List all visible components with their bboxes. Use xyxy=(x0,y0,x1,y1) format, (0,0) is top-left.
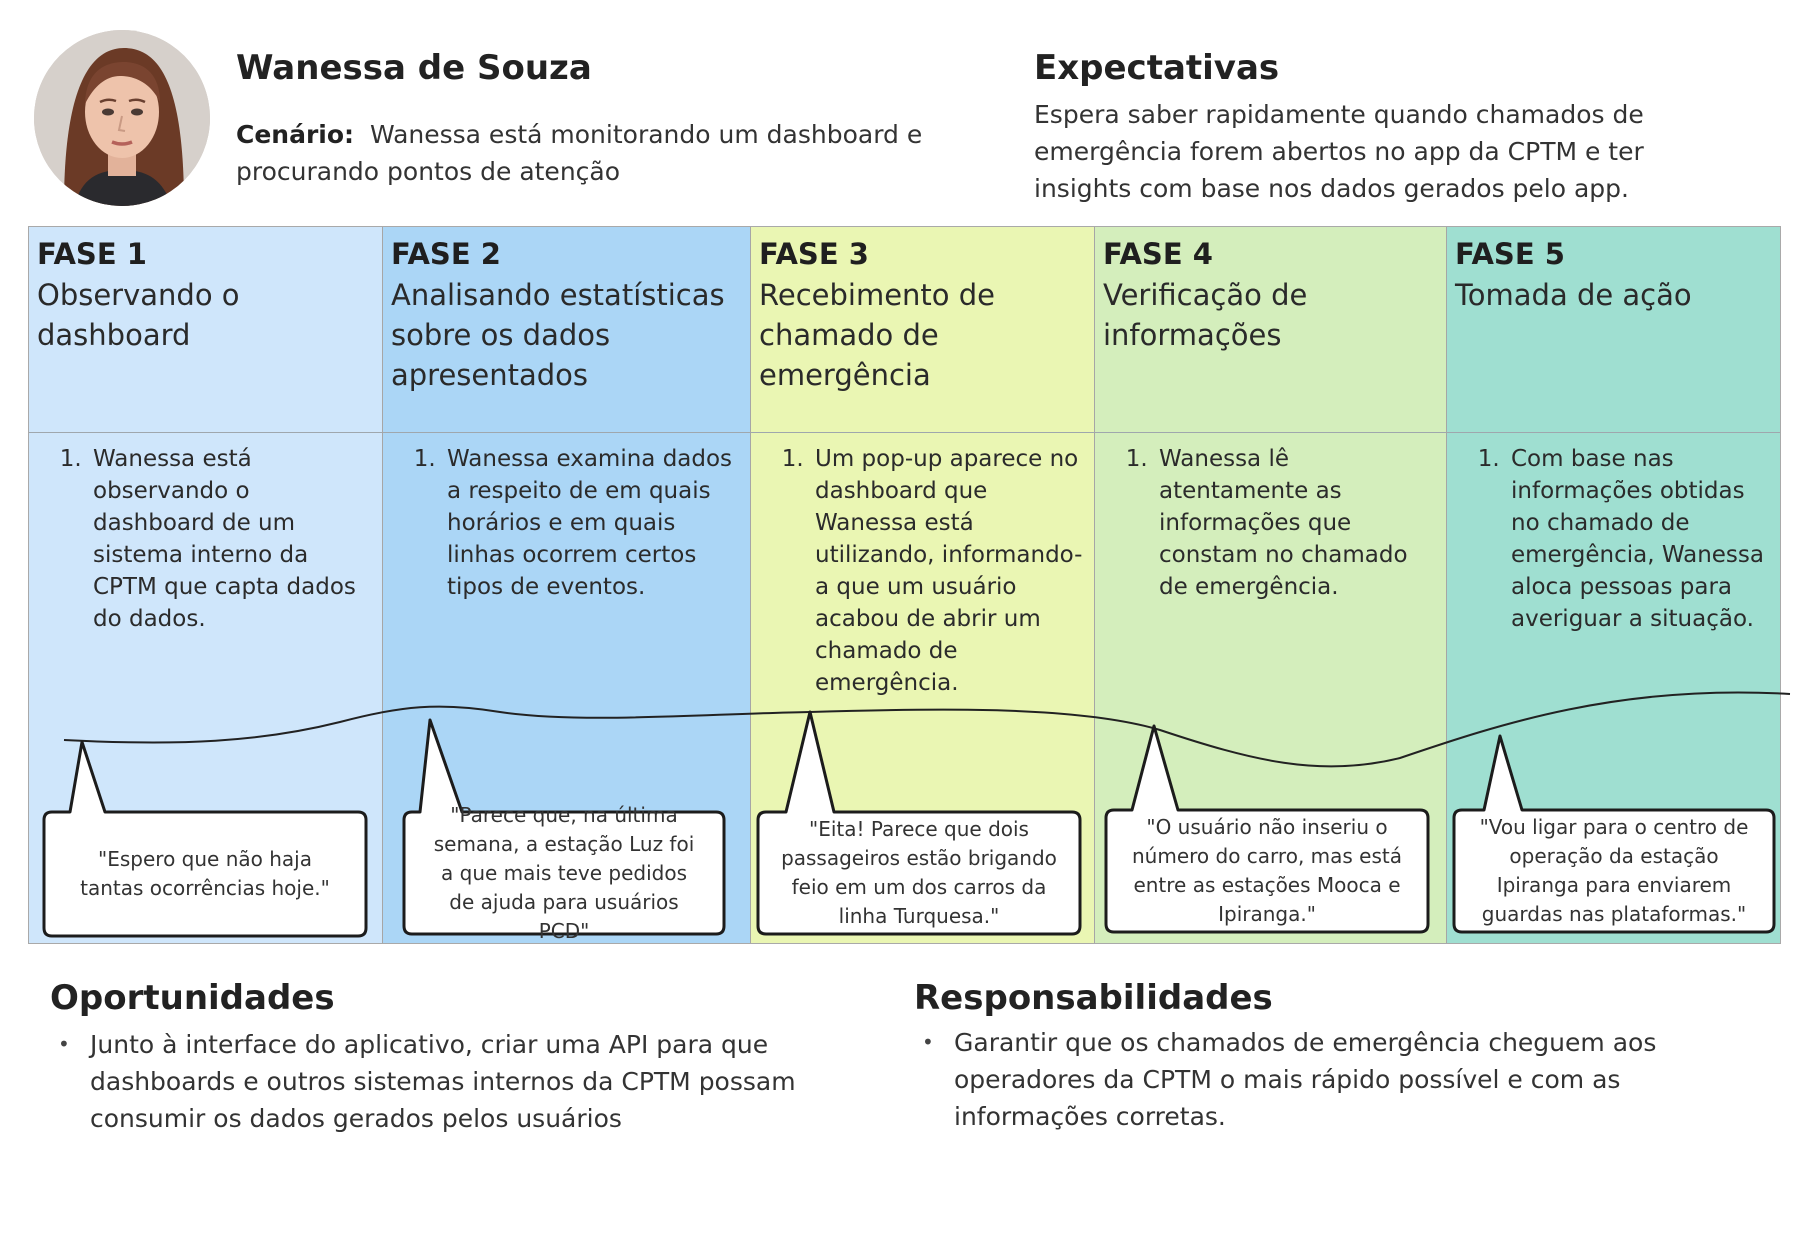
phase-header: FASE 1 Observando o dashboard xyxy=(29,227,382,433)
phase-steps: Wanessa lê atentamente as informações qu… xyxy=(1095,433,1446,603)
phase-header: FASE 4 Verificação de informações xyxy=(1095,227,1446,433)
phase-label: FASE 4 xyxy=(1103,237,1213,271)
opportunity-item: Junto à interface do aplicativo, criar u… xyxy=(50,1026,810,1137)
phase-title: Analisando estatísticas sobre os dados a… xyxy=(391,278,725,392)
quote-1: "Espero que não haja tantas ocorrências … xyxy=(80,847,330,900)
opportunities-title: Oportunidades xyxy=(50,978,335,1018)
responsibilities-title: Responsabilidades xyxy=(914,978,1273,1018)
persona-avatar xyxy=(34,30,210,206)
phase-label: FASE 3 xyxy=(759,237,869,271)
phase-steps: Wanessa examina dados a respeito de em q… xyxy=(383,433,750,603)
quote-3: "Eita! Parece que dois passageiros estão… xyxy=(781,817,1057,928)
journey-board: FASE 1 Observando o dashboard Wanessa es… xyxy=(28,226,1781,944)
phase-title: Recebimento de chamado de emergência xyxy=(759,278,995,392)
phase-step: Com base nas informações obtidas no cham… xyxy=(1507,443,1772,635)
phase-title: Tomada de ação xyxy=(1455,278,1692,312)
phase-header: FASE 3 Recebimento de chamado de emergên… xyxy=(751,227,1094,433)
persona-name: Wanessa de Souza xyxy=(236,48,592,88)
quote-2: "Parece que, na última semana, a estação… xyxy=(433,803,695,943)
quote-4: "O usuário não inseriu o número do carro… xyxy=(1132,815,1402,926)
scenario-label: Cenário: xyxy=(236,120,355,149)
phase-5: FASE 5 Tomada de ação Com base nas infor… xyxy=(1447,227,1780,943)
responsibilities-list: Garantir que os chamados de emergência c… xyxy=(914,1024,1674,1135)
expectations-title: Expectativas xyxy=(1034,48,1280,88)
phase-steps: Um pop-up aparece no dashboard que Wanes… xyxy=(751,433,1094,699)
phase-title: Verificação de informações xyxy=(1103,278,1308,352)
phase-step: Wanessa está observando o dashboard de u… xyxy=(89,443,374,635)
phase-label: FASE 1 xyxy=(37,237,147,271)
phase-header: FASE 2 Analisando estatísticas sobre os … xyxy=(383,227,750,433)
phase-steps: Wanessa está observando o dashboard de u… xyxy=(29,433,382,635)
responsibility-item: Garantir que os chamados de emergência c… xyxy=(914,1024,1674,1135)
phase-step: Wanessa examina dados a respeito de em q… xyxy=(443,443,742,603)
phase-steps: Com base nas informações obtidas no cham… xyxy=(1447,433,1780,635)
scenario: Cenário: Wanessa está monitorando um das… xyxy=(236,116,976,190)
phase-label: FASE 5 xyxy=(1455,237,1565,271)
opportunities-list: Junto à interface do aplicativo, criar u… xyxy=(50,1026,810,1137)
scenario-text: Wanessa está monitorando um dashboard e … xyxy=(236,120,923,186)
phase-header: FASE 5 Tomada de ação xyxy=(1447,227,1780,433)
quote-5: "Vou ligar para o centro de operação da … xyxy=(1479,815,1749,926)
phase-step: Wanessa lê atentamente as informações qu… xyxy=(1155,443,1438,603)
phase-step: Um pop-up aparece no dashboard que Wanes… xyxy=(811,443,1086,699)
expectations-text: Espera saber rapidamente quando chamados… xyxy=(1034,100,1644,203)
phase-label: FASE 2 xyxy=(391,237,501,271)
phase-title: Observando o dashboard xyxy=(37,278,240,352)
